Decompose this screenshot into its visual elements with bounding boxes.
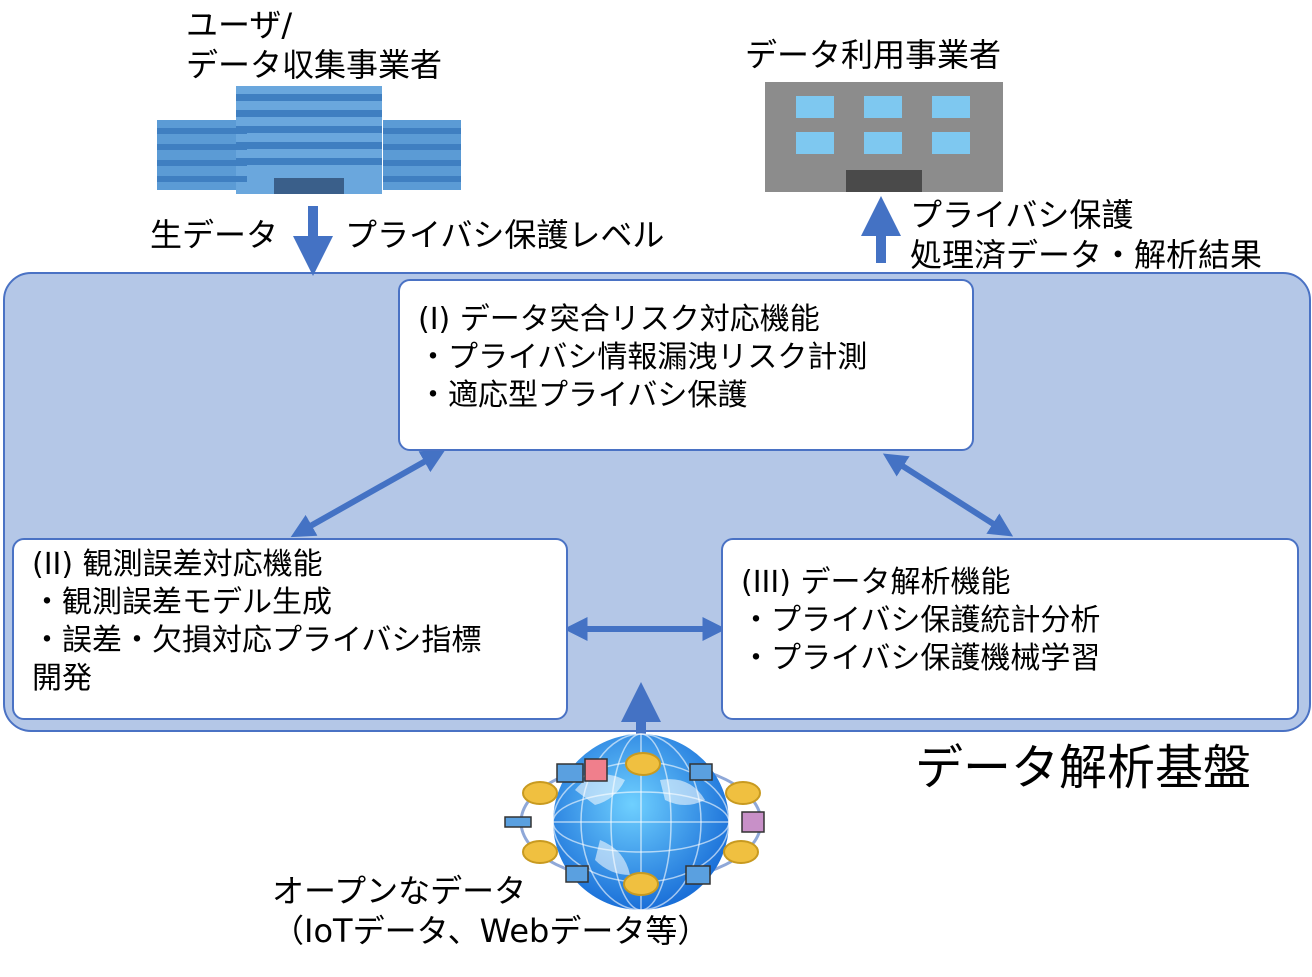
box1-item: ・適応型プライバシ保護 [418, 378, 748, 413]
platform-title: データ解析基盤 [915, 740, 1252, 796]
user-label-line1: ユーザ/ [186, 6, 293, 44]
box3-item: ・プライバシ保護統計分析 [741, 603, 1101, 638]
box2-item: ・観測誤差モデル生成 [32, 585, 332, 620]
box3-item: ・プライバシ保護機械学習 [741, 641, 1101, 676]
raw-data-label: 生データ [150, 216, 279, 254]
arrow-box1-box3 [882, 453, 1014, 537]
globe-network-icon [504, 733, 765, 911]
data-user-building-icon [765, 82, 1003, 192]
arrow-box1-box2 [290, 449, 446, 538]
open-data-label-line1: オープンなデータ [272, 872, 527, 910]
user-building-icon [157, 86, 461, 194]
privacy-level-label: プライバシ保護レベル [345, 216, 665, 254]
function-box-3: (III) データ解析機能 ・プライバシ保護統計分析 ・プライバシ保護機械学習 [721, 538, 1299, 720]
open-data-label-line2: （IoTデータ、Webデータ等） [272, 912, 710, 950]
box1-item: ・プライバシ情報漏洩リスク計測 [418, 340, 868, 375]
output-label-line1: プライバシ保護 [910, 196, 1134, 234]
box2-title: (II) 観測誤差対応機能 [32, 547, 323, 582]
function-box-2: (II) 観測誤差対応機能 ・観測誤差モデル生成 ・誤差・欠損対応プライバシ指標… [12, 538, 568, 720]
function-box-1: (I) データ突合リスク対応機能 ・プライバシ情報漏洩リスク計測 ・適応型プライ… [398, 279, 974, 451]
box3-title: (III) データ解析機能 [741, 565, 1011, 600]
box2-item: 開発 [32, 661, 92, 696]
box1-title: (I) データ突合リスク対応機能 [418, 302, 820, 337]
user-label-line2: データ収集事業者 [186, 46, 443, 84]
box2-item: ・誤差・欠損対応プライバシ指標 [32, 623, 482, 658]
output-label-line2: 処理済データ・解析結果 [910, 236, 1263, 274]
data-user-label: データ利用事業者 [745, 36, 1002, 74]
